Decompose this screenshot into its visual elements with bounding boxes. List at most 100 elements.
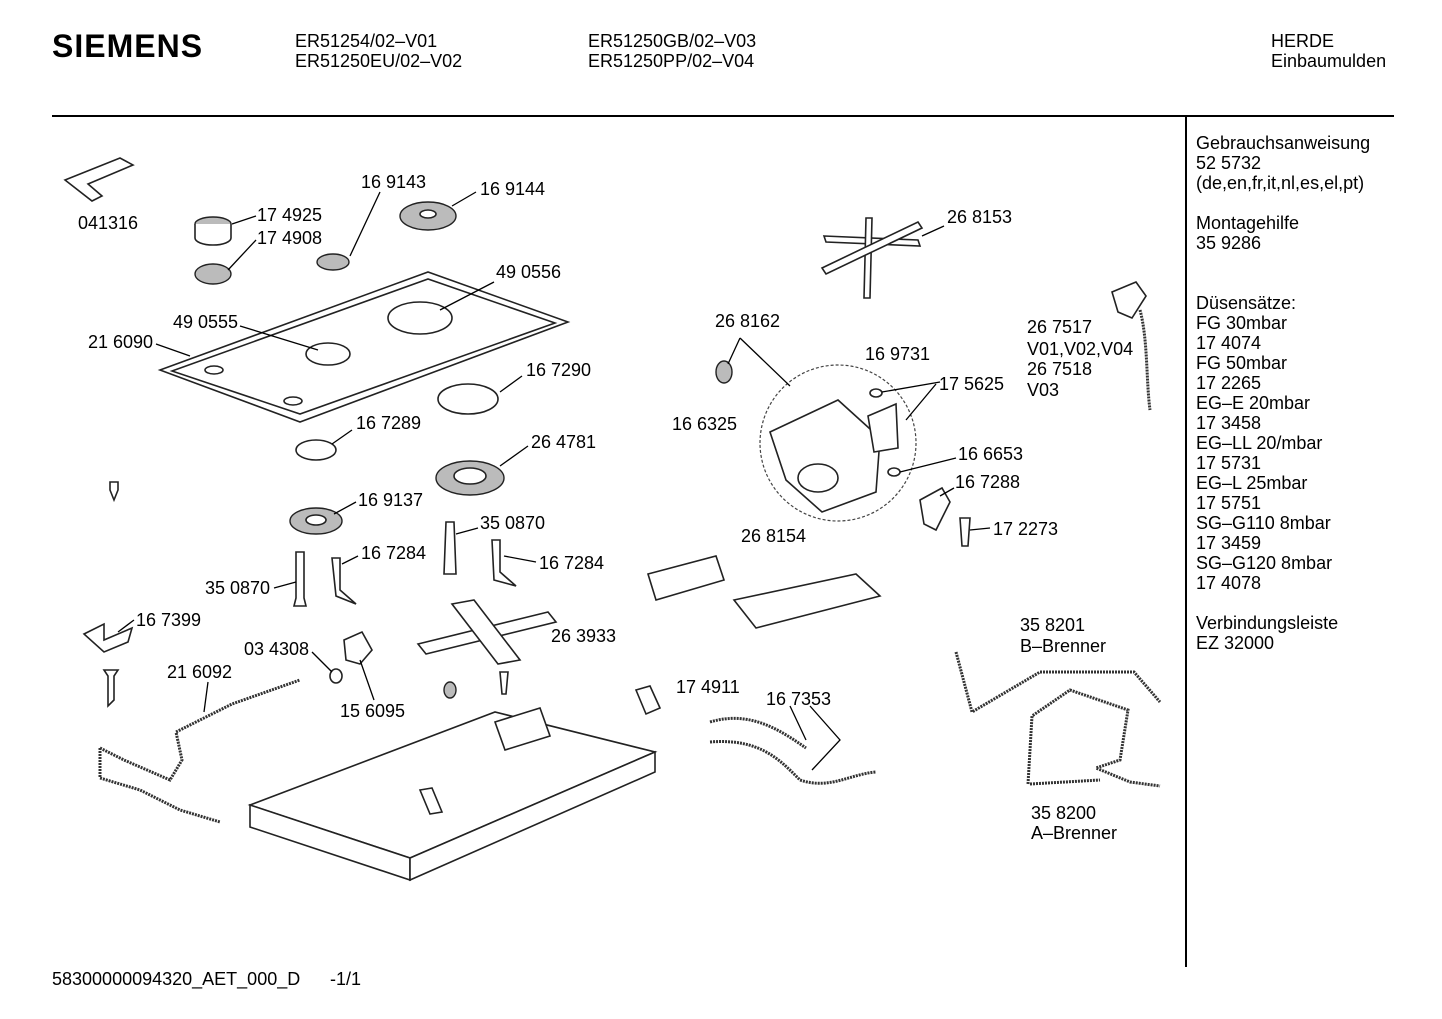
leader-line xyxy=(503,555,537,563)
elbow-part xyxy=(343,630,373,665)
valve-detail-circle xyxy=(759,364,917,522)
part-label: 26 7517 xyxy=(1027,317,1093,337)
part-label: 35 0870 xyxy=(205,578,271,598)
part-label: 17 5625 xyxy=(939,374,1005,394)
document-id: 58300000094320_AET_000_D xyxy=(52,969,301,989)
sidebar-line: 17 5751 xyxy=(1196,493,1262,513)
leader-line xyxy=(359,659,375,701)
part-label: 21 6092 xyxy=(167,662,233,682)
burner-cap-icon xyxy=(194,224,232,246)
part-label: 16 9731 xyxy=(865,344,931,364)
part-label: 16 7284 xyxy=(361,543,427,563)
leader-line xyxy=(881,381,941,393)
burner-cap-icon xyxy=(194,263,232,285)
screw-part xyxy=(499,671,509,695)
part-label: 49 0555 xyxy=(173,312,239,332)
leader-line xyxy=(451,191,477,207)
ignition-cable xyxy=(709,740,877,785)
sidebar-line: EG–LL 20/mbar xyxy=(1196,433,1323,453)
spark-plug-part xyxy=(443,521,457,575)
category-label: HERDE xyxy=(1271,31,1335,51)
burner-cap-icon xyxy=(316,253,350,271)
spark-plug-part xyxy=(292,551,308,607)
part-label: 17 4925 xyxy=(257,205,323,225)
part-label: 26 8162 xyxy=(715,311,781,331)
hob-top-plate-rim xyxy=(169,278,558,415)
valve-assembly-icon xyxy=(867,402,899,453)
valve-assembly-icon xyxy=(769,399,881,513)
sidebar-line: (de,en,fr,it,nl,es,el,pt) xyxy=(1196,173,1365,193)
sidebar-notes: Gebrauchsanweisung 52 5732 (de,en,fr,it,… xyxy=(1196,133,1370,653)
leader-line xyxy=(155,343,191,357)
sidebar-line: FG 30mbar xyxy=(1196,313,1288,333)
sidebar-line: 17 4074 xyxy=(1196,333,1262,353)
burner-opening xyxy=(387,301,453,335)
sidebar-line: Montagehilfe xyxy=(1196,213,1300,233)
seal-part xyxy=(887,467,901,477)
bracket-part xyxy=(82,622,134,653)
burner-body xyxy=(453,467,487,485)
pan-support xyxy=(450,599,522,665)
leader-line xyxy=(117,619,135,633)
part-label: B–Brenner xyxy=(1020,636,1107,656)
leader-line xyxy=(231,215,257,225)
part-label: 35 0870 xyxy=(480,513,546,533)
leader-line xyxy=(331,429,353,445)
sidebar-line: Verbindungsleiste xyxy=(1196,613,1339,633)
sidebar-line: Düsensätze: xyxy=(1196,293,1297,313)
model-number: ER51250PP/02–V04 xyxy=(588,51,755,71)
part-label: 35 8200 xyxy=(1031,803,1097,823)
part-label: 26 8154 xyxy=(741,526,807,546)
part-label: 16 7290 xyxy=(526,360,592,380)
sidebar-divider xyxy=(1185,117,1187,967)
ignition-module xyxy=(646,555,726,601)
gasket-ring xyxy=(295,439,337,461)
part-label: V01,V02,V04 xyxy=(1027,339,1134,359)
screw-part xyxy=(102,669,120,708)
sidebar-line: EZ 32000 xyxy=(1196,633,1275,653)
leader-line xyxy=(273,581,297,589)
part-label: 26 8153 xyxy=(947,207,1013,227)
pan-support xyxy=(863,217,873,299)
sidebar-line: 52 5732 xyxy=(1196,153,1262,173)
part-label: 15 6095 xyxy=(340,701,406,721)
seal-part xyxy=(869,388,883,398)
part-label: 26 4781 xyxy=(531,432,597,452)
burner-opening xyxy=(204,365,224,375)
part-label: 03 4308 xyxy=(244,639,310,659)
leader-line xyxy=(727,337,741,365)
cable-clamp xyxy=(634,685,662,716)
leader-line xyxy=(899,457,957,473)
screw-part xyxy=(959,517,971,547)
part-label: 16 7289 xyxy=(356,413,422,433)
tray-bracket xyxy=(418,787,444,815)
leader-line xyxy=(789,705,807,741)
part-label: 16 7284 xyxy=(539,553,605,573)
sidebar-line: Gebrauchsanweisung xyxy=(1196,133,1371,153)
part-label: 35 8201 xyxy=(1020,615,1086,635)
category-label: Einbaumulden xyxy=(1271,51,1387,71)
leader-line xyxy=(333,501,357,515)
gas-tube xyxy=(98,748,221,824)
sidebar-line: 35 9286 xyxy=(1196,233,1262,253)
model-number: ER51250GB/02–V03 xyxy=(588,31,757,51)
model-number: ER51250EU/02–V02 xyxy=(295,51,463,71)
sidebar-line: 17 2265 xyxy=(1196,373,1262,393)
burner-opening xyxy=(283,396,303,406)
gasket-ring xyxy=(437,383,499,415)
plug-icon xyxy=(1111,281,1147,320)
screw-part xyxy=(109,481,119,503)
sidebar-line: 17 4078 xyxy=(1196,573,1262,593)
part-label: 16 6325 xyxy=(672,414,738,434)
leader-line xyxy=(439,281,495,311)
sidebar-line: EG–L 25mbar xyxy=(1196,473,1308,493)
brand-logo: SIEMENS xyxy=(52,28,204,64)
part-label: 49 0556 xyxy=(496,262,562,282)
wrench-part xyxy=(63,157,135,202)
part-label: 16 9144 xyxy=(480,179,546,199)
leader-line xyxy=(939,487,955,497)
leader-line xyxy=(969,527,991,531)
sidebar-line: EG–E 20mbar xyxy=(1196,393,1311,413)
thermocouple-part xyxy=(331,557,357,605)
